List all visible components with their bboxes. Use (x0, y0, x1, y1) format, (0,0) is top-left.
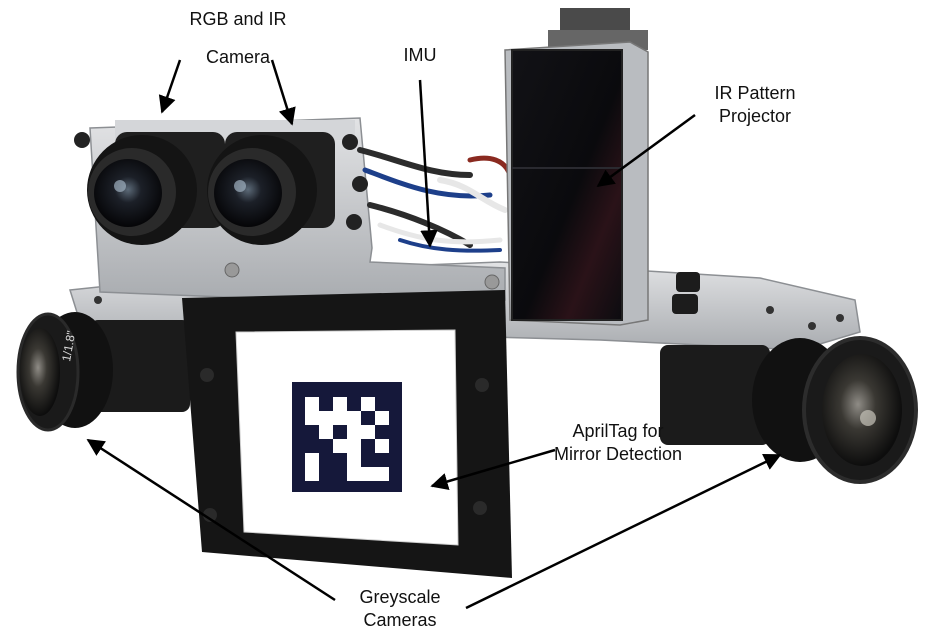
right-greyscale-camera (660, 336, 918, 484)
label-imu-line1: IMU (403, 45, 437, 65)
arrow-projector (596, 113, 696, 188)
rgb-camera-lens (87, 132, 225, 245)
label-apriltag-line1: AprilTag for (572, 421, 664, 441)
label-apriltag: AprilTag for Mirror Detection (528, 420, 708, 466)
arrow-right-greyscale (465, 453, 782, 610)
thumbscrews (672, 272, 700, 314)
label-ir-projector-line1: IR Pattern (714, 83, 796, 103)
label-imu: IMU (380, 44, 460, 67)
left-greyscale-camera: 1/1.8" (16, 312, 190, 432)
annotation-arrows (86, 59, 782, 610)
label-greyscale-cameras: Greyscale Cameras (330, 586, 470, 632)
label-rgb-ir-line1: RGB and IR (189, 9, 287, 29)
arrow-left-greyscale (86, 438, 336, 602)
arrow-imu (418, 79, 438, 248)
label-greyscale-line1: Greyscale (359, 587, 441, 607)
arrow-apriltag (430, 448, 556, 490)
lens-marking: 1/1.8" (59, 330, 78, 363)
arrow-ir (270, 59, 296, 126)
label-ir-projector-line2: Projector (718, 106, 792, 126)
ir-camera-lens (207, 132, 335, 245)
arrow-rgb (158, 59, 182, 114)
apriltag-pattern (292, 382, 402, 492)
label-apriltag-line2: Mirror Detection (553, 444, 683, 464)
label-rgb-ir-camera: RGB and IR Camera (168, 8, 308, 69)
label-ir-pattern-projector: IR Pattern Projector (690, 82, 820, 128)
cables (357, 147, 513, 253)
label-rgb-ir-line2: Camera (205, 47, 271, 67)
label-greyscale-line2: Cameras (363, 610, 437, 630)
ir-pattern-projector (504, 8, 649, 326)
